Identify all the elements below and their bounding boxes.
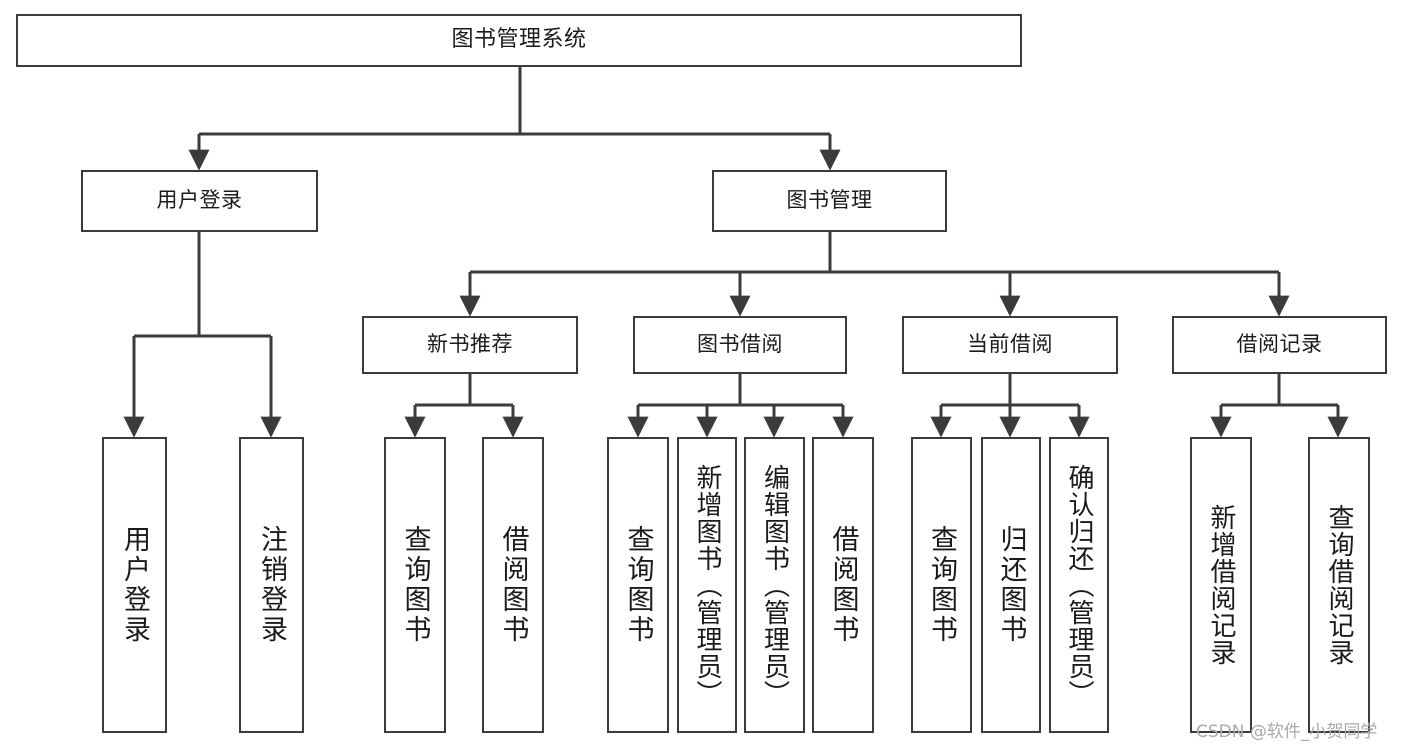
node-leaf-query-record[interactable]: 查询借阅记录 [1308,437,1370,733]
node-leaf-confirm-return[interactable]: 确认归还（管理员） [1049,437,1109,733]
node-leaf-logout-label: 注销登录 [256,525,287,645]
node-book-manage-label: 图书管理 [786,188,873,213]
node-book-borrow-label: 图书借阅 [697,332,783,357]
node-leaf-query-book-1[interactable]: 查询图书 [384,437,446,733]
node-leaf-query-book-2-label: 查询图书 [622,525,654,645]
node-leaf-query-book-1-label: 查询图书 [399,525,431,645]
node-book-manage[interactable]: 图书管理 [712,170,947,232]
node-current-borrow[interactable]: 当前借阅 [902,316,1118,374]
node-borrow-record[interactable]: 借阅记录 [1172,316,1387,374]
node-leaf-query-book-3-label: 查询图书 [926,525,957,645]
node-leaf-edit-book-label: 编辑图书（管理员） [759,463,790,707]
node-root[interactable]: 图书管理系统 [16,14,1022,67]
node-borrow-record-label: 借阅记录 [1236,332,1323,357]
node-leaf-add-record[interactable]: 新增借阅记录 [1190,437,1252,733]
node-leaf-return-book-label: 归还图书 [995,525,1027,645]
node-leaf-add-book[interactable]: 新增图书（管理员） [677,437,737,733]
node-leaf-user-login-label: 用户登录 [119,525,150,645]
node-leaf-add-book-label: 新增图书（管理员） [692,463,722,707]
csdn-watermark: CSDN @软件_小贺同学 [1196,722,1378,742]
node-user-login-label: 用户登录 [156,188,243,213]
node-leaf-borrow-book-2[interactable]: 借阅图书 [812,437,874,733]
node-leaf-borrow-book-2-label: 借阅图书 [827,525,859,645]
node-leaf-query-book-3[interactable]: 查询图书 [911,437,972,733]
node-leaf-logout[interactable]: 注销登录 [239,437,304,733]
node-current-borrow-label: 当前借阅 [967,332,1053,357]
node-leaf-query-book-2[interactable]: 查询图书 [607,437,669,733]
node-root-label: 图书管理系统 [451,27,587,53]
node-leaf-add-record-label: 新增借阅记录 [1206,504,1236,666]
node-new-book-rec-label: 新书推荐 [427,332,513,357]
node-user-login[interactable]: 用户登录 [81,170,318,232]
node-leaf-return-book[interactable]: 归还图书 [981,437,1041,733]
node-leaf-borrow-book-1[interactable]: 借阅图书 [482,437,544,733]
node-leaf-query-record-label: 查询借阅记录 [1324,504,1354,666]
node-leaf-user-login[interactable]: 用户登录 [102,437,167,733]
node-book-borrow[interactable]: 图书借阅 [633,316,847,374]
node-new-book-rec[interactable]: 新书推荐 [362,316,578,374]
node-leaf-edit-book[interactable]: 编辑图书（管理员） [744,437,805,733]
node-leaf-borrow-book-1-label: 借阅图书 [497,525,529,645]
node-leaf-confirm-return-label: 确认归还（管理员） [1064,463,1094,707]
